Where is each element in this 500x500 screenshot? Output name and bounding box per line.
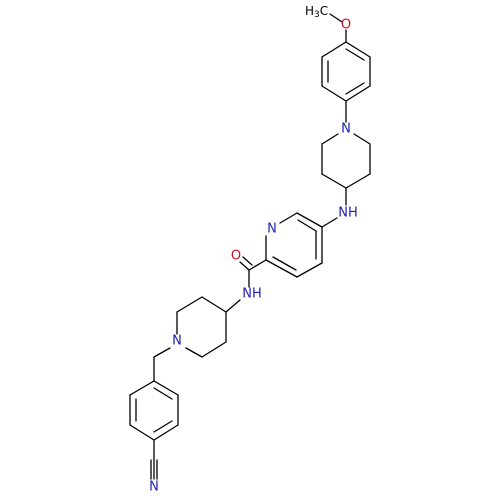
pyridine-ring (265, 212, 323, 278)
amine-nh-label: NH (338, 206, 358, 221)
bond-methyl-o (329, 13, 343, 23)
bond-carbonyl-o-1 (239, 261, 250, 271)
piperidine-2-n-label: N (172, 334, 182, 349)
bond-pip2n-ch2 (153, 347, 171, 358)
bond-carbonyl-o-2 (242, 256, 253, 266)
cyanophenyl-ring (129, 380, 179, 441)
methyl-c: C (320, 4, 328, 18)
piperidine-ring-1 (321, 133, 371, 189)
ether-o-label: O (341, 18, 351, 33)
methoxyphenyl-ring (321, 41, 371, 102)
pyridine-n-label: N (267, 222, 277, 237)
bonds (129, 13, 371, 480)
methyl-h: H (305, 4, 314, 18)
piperidine-ring-2 (176, 296, 227, 358)
carbonyl-o-label: O (231, 249, 241, 264)
amide-nh-label: NH (242, 287, 262, 302)
bond-pyridine-carbonyl (248, 259, 267, 271)
atom-labels: H3C O N NH N O NH N N (149, 4, 358, 495)
piperidine-1-n-label: N (341, 122, 351, 137)
nitrile-n-label: N (149, 480, 159, 495)
bond-nh-pyridine (321, 217, 338, 228)
bond-nh-pip2 (225, 299, 241, 313)
methyl-subscript: 3 (314, 10, 320, 20)
methyl-label: H3C (305, 4, 328, 20)
